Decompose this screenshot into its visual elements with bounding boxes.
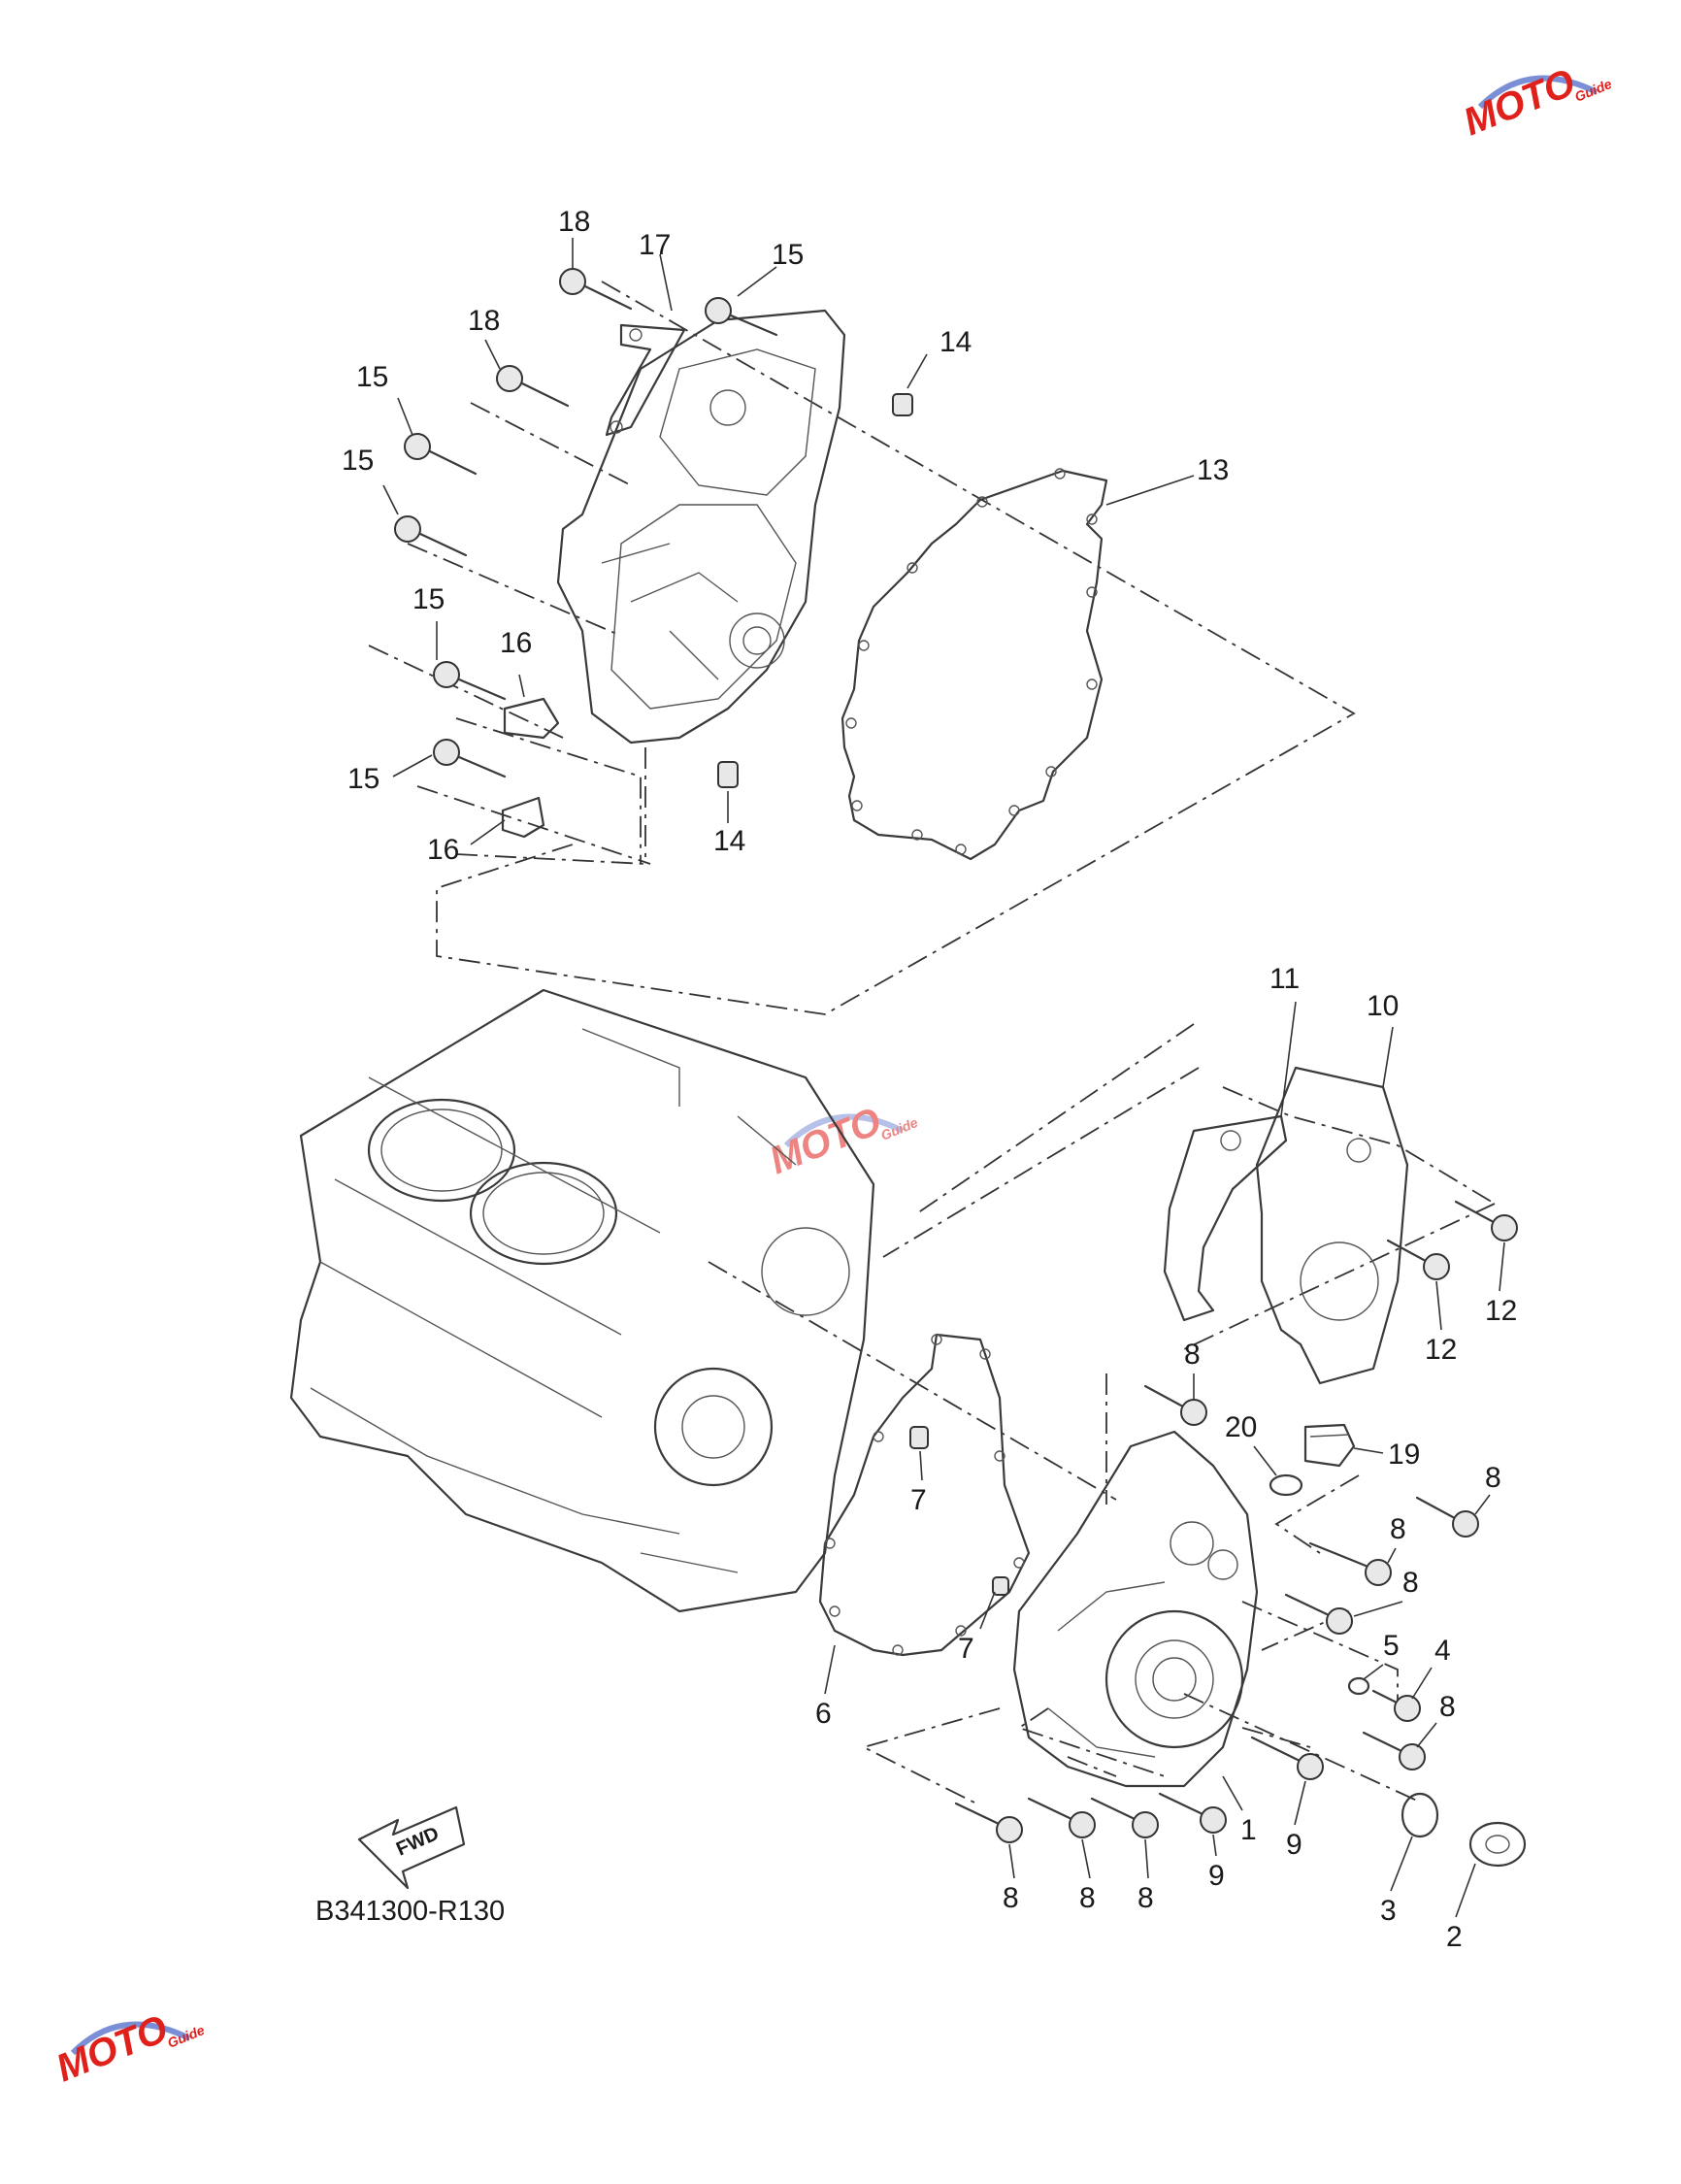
callout-12: 12 (1425, 1334, 1457, 1366)
callout-8: 8 (1439, 1691, 1456, 1723)
callout-7: 7 (958, 1633, 974, 1665)
bolts-top (394, 268, 778, 778)
callout-4: 4 (1434, 1635, 1451, 1667)
svg-text:MOTO: MOTO (50, 2007, 174, 2090)
callout-15: 15 (347, 763, 379, 795)
callout-10: 10 (1367, 990, 1399, 1022)
callout-18: 18 (558, 206, 590, 238)
diagram-code: B341300-R130 (315, 1896, 505, 1927)
svg-text:MOTO: MOTO (764, 1100, 887, 1182)
watermark-logo-top-right: MOTO Guide (1458, 61, 1614, 144)
chain-guide-11 (1163, 1114, 1288, 1322)
callout-1: 1 (1240, 1814, 1257, 1846)
callout-15: 15 (356, 361, 388, 393)
svg-text:FWD: FWD (393, 1823, 443, 1861)
dowel-pins-7 (909, 1426, 1009, 1596)
callout-7: 7 (910, 1484, 927, 1516)
generator-cover-1 (1012, 1430, 1259, 1788)
svg-text:MOTO: MOTO (1458, 61, 1581, 144)
callout-15: 15 (772, 239, 804, 271)
callout-6: 6 (815, 1698, 832, 1730)
crankcase (289, 988, 875, 1613)
plug-2 (1468, 1821, 1527, 1868)
callout-9: 9 (1286, 1829, 1302, 1861)
o-ring-20 (1269, 1473, 1303, 1497)
gasket-13 (840, 468, 1108, 861)
washer-5 (1347, 1676, 1370, 1696)
dowel-pins-14 (717, 393, 913, 788)
sprocket-cover-10 (1255, 1066, 1409, 1385)
assembly-lines (368, 281, 1496, 1806)
svg-text:Guide: Guide (165, 2022, 207, 2051)
o-ring-3 (1401, 1792, 1439, 1838)
callout-labels: 18 17 15 14 18 15 15 13 15 16 15 14 16 1… (342, 206, 1517, 1953)
gasket-6 (818, 1333, 1031, 1657)
clamps-16 (501, 697, 560, 839)
callout-16: 16 (500, 627, 532, 659)
callout-12: 12 (1485, 1295, 1517, 1327)
bracket-17 (605, 323, 686, 437)
callout-8: 8 (1485, 1462, 1501, 1494)
leader-lines (382, 238, 1505, 1918)
fwd-arrow-icon: FWD (357, 1805, 466, 1890)
callout-9: 9 (1208, 1860, 1225, 1892)
callout-14: 14 (939, 326, 972, 358)
callout-3: 3 (1380, 1895, 1397, 1927)
svg-text:Guide: Guide (878, 1114, 920, 1143)
callout-17: 17 (639, 229, 671, 261)
callout-18: 18 (468, 305, 500, 337)
callout-11: 11 (1269, 963, 1300, 995)
callout-20: 20 (1225, 1411, 1257, 1443)
callout-8: 8 (1402, 1567, 1419, 1599)
callout-8: 8 (1137, 1882, 1154, 1914)
watermark-logo-bottom-left: MOTO Guide (50, 2007, 207, 2090)
callout-19: 19 (1388, 1439, 1420, 1471)
watermark-logo-center: MOTO Guide (764, 1100, 920, 1182)
callout-5: 5 (1383, 1630, 1400, 1662)
callout-14: 14 (713, 825, 745, 857)
callout-8: 8 (1003, 1882, 1019, 1914)
svg-text:Guide: Guide (1572, 76, 1614, 105)
callout-13: 13 (1197, 454, 1229, 486)
callout-15: 15 (342, 445, 374, 477)
callout-8: 8 (1079, 1882, 1096, 1914)
callout-15: 15 (412, 583, 445, 615)
bolts-12 (1386, 1200, 1518, 1280)
callout-8: 8 (1390, 1513, 1406, 1545)
callout-16: 16 (427, 834, 459, 866)
callout-2: 2 (1446, 1921, 1463, 1953)
crankcase-cover-right (556, 309, 846, 745)
oil-filler-cap-19 (1303, 1423, 1356, 1468)
bolts-8-9-4 (954, 1384, 1479, 1843)
callout-8: 8 (1184, 1339, 1201, 1371)
